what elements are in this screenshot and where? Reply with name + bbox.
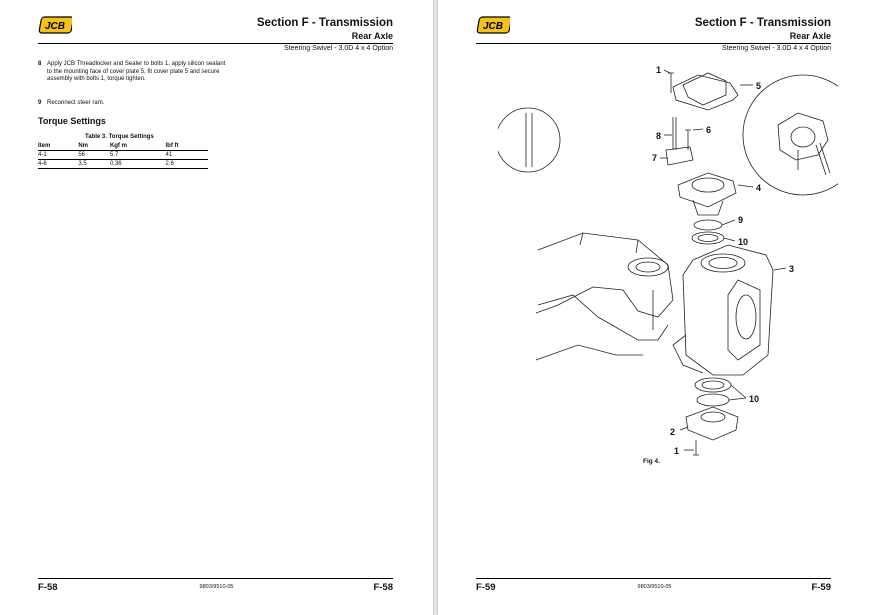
table-cell: 41 (165, 150, 208, 160)
page-code-left: F-58 (38, 582, 58, 593)
footer-rule (476, 578, 831, 579)
section-subtitle: Rear Axle (351, 31, 393, 41)
callout-labels: 1 5 8 6 7 4 9 10 3 10 2 1 (652, 65, 794, 456)
table-row: 4-1 56 5.7 41 (38, 150, 208, 160)
footer-rule (38, 578, 393, 579)
svg-text:JCB: JCB (483, 21, 503, 32)
step-text: Apply JCB Threadlocker and Sealer to bol… (47, 61, 226, 82)
jcb-logo: JCB (476, 16, 510, 34)
table-row: 4-6 3.5 0.36 2.6 (38, 159, 208, 169)
page-code-right: F-59 (811, 582, 831, 593)
table-cell: 4-1 (38, 150, 79, 160)
header-rule (38, 43, 393, 44)
table-cell: 4-6 (38, 159, 79, 169)
left-page: JCB Section F - Transmission Rear Axle S… (0, 0, 433, 615)
col-header: Nm (78, 142, 110, 151)
doc-number: 9803/9510-05 (199, 584, 234, 590)
callout-label: 10 (738, 237, 748, 247)
callout-label: 10 (749, 394, 759, 404)
col-header: Item (38, 142, 79, 151)
table-caption: Table 3. Torque Settings (85, 134, 154, 140)
table-cell: 5.7 (109, 150, 166, 160)
table-header-row: Item Nm Kgf m lbf ft (38, 142, 208, 151)
doc-number: 9803/9510-05 (637, 584, 672, 590)
table-cell: 56 (78, 150, 110, 160)
col-header: Kgf m (109, 142, 166, 151)
torque-heading: Torque Settings (38, 116, 106, 126)
callout-label: 1 (674, 446, 679, 456)
header-rule (476, 43, 831, 44)
subsection-title: Steering Swivel - 3.0D 4 x 4 Option (284, 45, 393, 52)
page-code-right: F-58 (373, 582, 393, 593)
section-subtitle: Rear Axle (789, 31, 831, 41)
table-cell: 0.36 (109, 159, 166, 169)
table-cell: 3.5 (78, 159, 110, 169)
jcb-logo: JCB (38, 16, 72, 34)
callout-label: 6 (706, 125, 711, 135)
table-cell: 2.6 (165, 159, 208, 169)
svg-text:JCB: JCB (45, 21, 65, 32)
step-text: Reconnect steer ram. (47, 100, 105, 106)
callout-label: 2 (670, 427, 675, 437)
page-code-left: F-59 (476, 582, 496, 593)
col-header: lbf ft (165, 142, 208, 151)
subsection-title: Steering Swivel - 3.0D 4 x 4 Option (722, 45, 831, 52)
torque-table: Item Nm Kgf m lbf ft 4-1 56 5.7 41 4-6 3… (38, 142, 208, 169)
section-title: Section F - Transmission (256, 17, 393, 29)
callout-label: 5 (756, 81, 761, 91)
callout-label: 1 (656, 65, 661, 75)
callout-label: 4 (756, 183, 761, 193)
callout-label: 7 (652, 153, 657, 163)
step-number: 9 (38, 100, 42, 106)
callout-label: 3 (789, 264, 794, 274)
right-page: JCB Section F - Transmission Rear Axle S… (438, 0, 871, 615)
callout-label: 8 (656, 131, 661, 141)
callout-label: 9 (738, 215, 743, 225)
steering-swivel-diagram: 1 5 8 6 7 4 9 10 3 10 2 1 (498, 65, 838, 456)
step-number: 8 (38, 61, 42, 67)
figure-caption: Fig 4. (643, 458, 660, 465)
section-title: Section F - Transmission (694, 17, 831, 29)
